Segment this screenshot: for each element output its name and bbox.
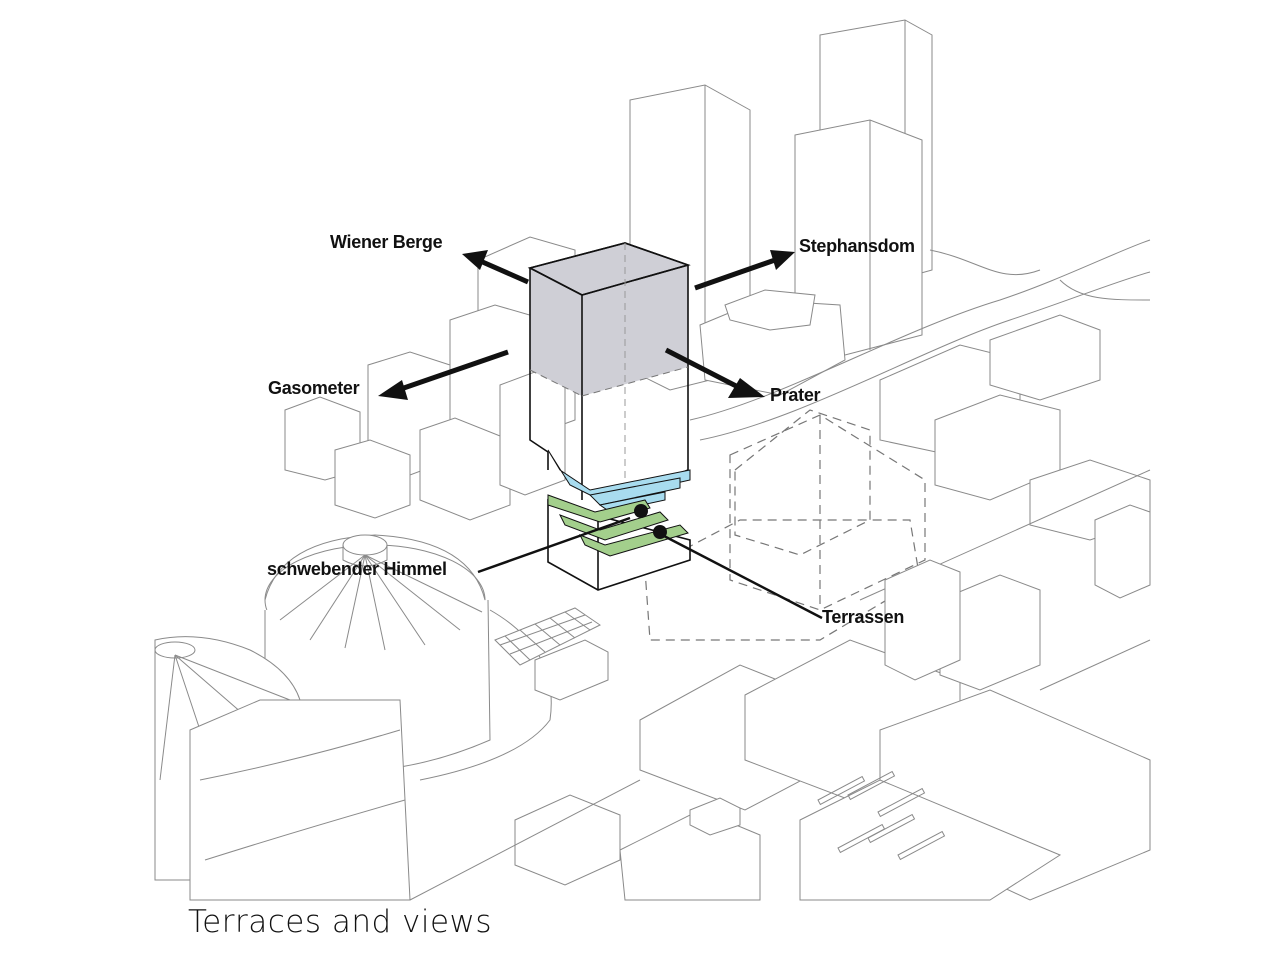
label-prater: Prater <box>770 385 821 405</box>
context-blocks-center <box>409 559 1151 901</box>
label-gasometer: Gasometer <box>268 378 360 398</box>
label-schwebender-himmel: schwebender Himmel <box>267 559 447 579</box>
tower <box>527 242 691 591</box>
dashed-planned-volume <box>644 409 926 641</box>
figure-caption: Terraces and views <box>188 904 493 940</box>
context-blocks-left <box>284 236 576 521</box>
context-blocks-right <box>689 239 1151 601</box>
view-arrows <box>378 250 823 620</box>
gasometer-domes <box>154 534 552 901</box>
context-towers <box>629 19 933 396</box>
label-wiener-berge: Wiener Berge <box>330 232 443 252</box>
label-stephansdom: Stephansdom <box>799 236 915 256</box>
label-terrassen: Terrassen <box>822 607 905 627</box>
